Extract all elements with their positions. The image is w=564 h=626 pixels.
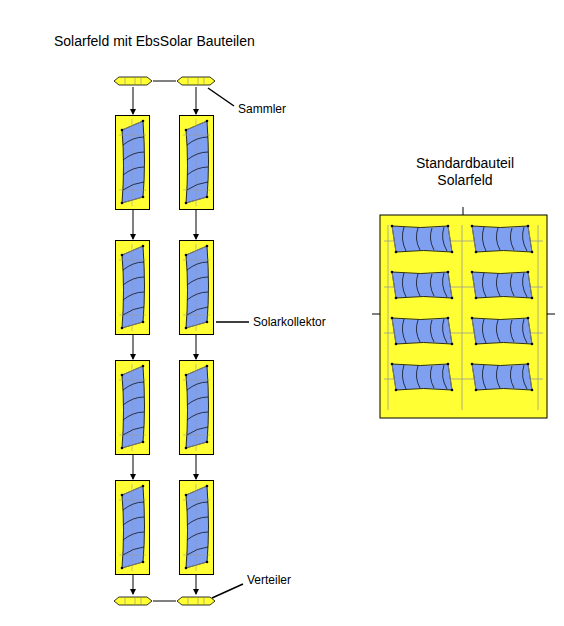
callout-label: Sammler — [238, 102, 286, 116]
heading-text: Standardbauteil Solarfeld — [400, 155, 530, 189]
callout-label: Solarkollektor — [253, 315, 326, 329]
callout-label: Verteiler — [247, 573, 291, 587]
heading-node: Standardbauteil Solarfeld — [400, 155, 530, 189]
diagram-title: Solarfeld mit EbsSolar Bauteilen — [54, 33, 255, 49]
